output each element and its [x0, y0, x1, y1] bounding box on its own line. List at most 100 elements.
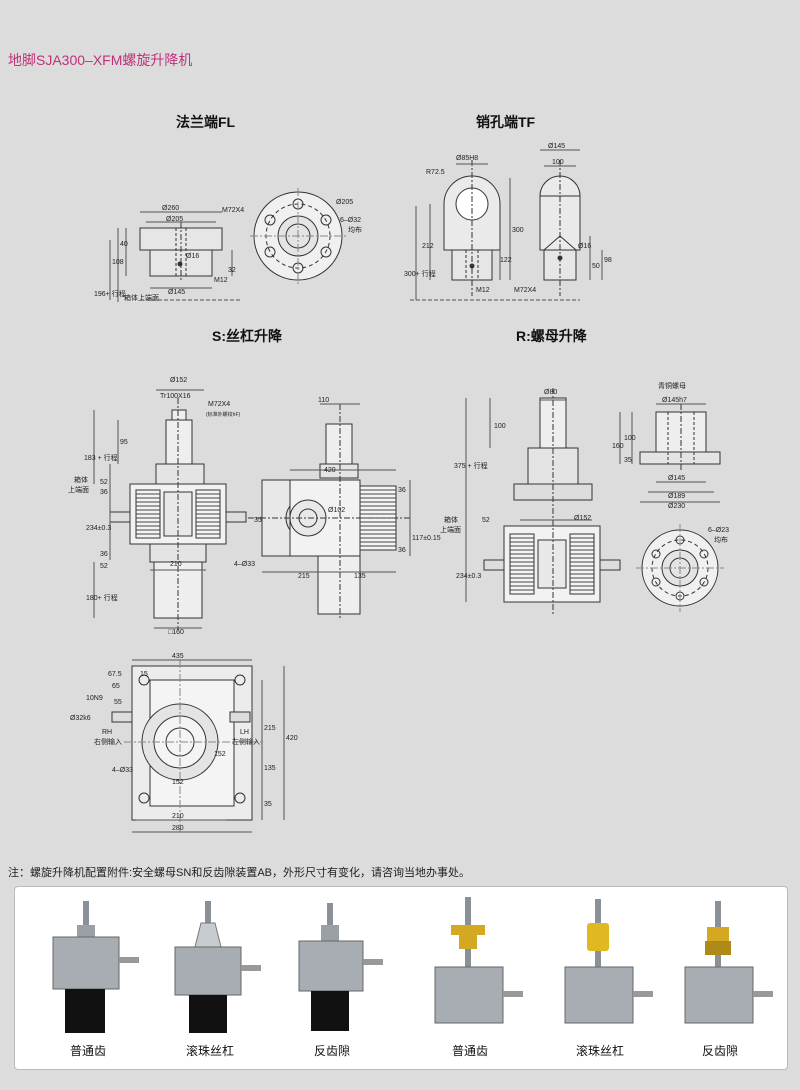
flange-end-top-view	[250, 188, 346, 284]
label-box-top-face: 箱体上端面	[124, 293, 159, 302]
screw-jack-photo	[684, 901, 773, 1024]
dim-d80: Ø80	[544, 389, 557, 396]
dim-d85h8: Ø85H8	[456, 155, 478, 162]
pin-end-front-view	[410, 160, 580, 301]
technical-drawing: Ø260 Ø205 M72X4 Ø16 Ø145 M12 108 40 32 1…	[68, 143, 729, 833]
photo-item: 反齿隙	[665, 887, 775, 1069]
label-standard-thread: (标准外螺纹hF)	[206, 411, 241, 418]
dim-52-lower: 52	[100, 563, 108, 570]
pin-end-side-view	[539, 149, 603, 296]
photo-label: 反齿隙	[313, 1044, 350, 1058]
label-box: 箱体	[74, 475, 88, 484]
dim-183-stroke: 183 + 行程	[84, 453, 118, 462]
screw-lift-front-view	[93, 389, 247, 630]
dim-r72-5: R72.5	[426, 169, 445, 176]
dim-m72x4-screw: M72X4	[208, 401, 230, 408]
label-top-face-nut: 上端面	[440, 525, 461, 534]
label-evenly-spaced-2: 均布	[714, 535, 728, 544]
dim-210: 210	[170, 561, 182, 568]
dim-160: 160	[612, 443, 624, 450]
dim-d230: Ø230	[668, 503, 685, 510]
dim-d152-nut: Ø152	[574, 515, 591, 522]
photo-label: 滚珠丝杠	[185, 1044, 234, 1058]
dim-215: 215	[298, 573, 310, 580]
dim-98: 98	[604, 257, 612, 264]
photo-item: 滚珠丝杠	[545, 887, 655, 1069]
dim-m12: M12	[214, 277, 228, 284]
dim-280: 280	[172, 825, 184, 832]
screw-lift-side-view	[248, 403, 411, 620]
dim-375-stroke: 375 + 行程	[454, 461, 488, 470]
base-plan-view	[111, 659, 285, 833]
photo-item: 普通齿	[33, 887, 143, 1069]
dim-d145h7: Ø145h7	[662, 397, 687, 404]
dim-d145: Ø145	[168, 289, 185, 296]
dim-420-base: 420	[286, 735, 298, 742]
dim-d152: Ø152	[170, 377, 187, 384]
section-title-nut: R:螺母升降	[516, 328, 587, 344]
dim-50: 50	[592, 263, 600, 270]
dim-152-vertical: 152	[214, 751, 226, 758]
dim-m72x4-pin: M72X4	[514, 287, 536, 294]
dim-110: 110	[318, 397, 329, 404]
dim-152-base: 152	[172, 779, 184, 786]
dim-65: 65	[112, 683, 120, 690]
dim-d32k6: Ø32k6	[70, 715, 91, 722]
photo-label: 滚珠丝杠	[575, 1044, 624, 1058]
bronze-nut-side-view	[619, 403, 721, 503]
section-title-pin: 销孔端TF	[476, 114, 536, 130]
dim-d205-top: Ø205	[336, 199, 353, 206]
dim-36-side-lower: 36	[398, 547, 406, 554]
dim-55: 55	[114, 699, 122, 706]
dim-6-d32: 6–Ø32	[340, 217, 361, 224]
screw-jack-photo	[174, 901, 261, 1033]
dim-32: 32	[228, 267, 236, 274]
footnote: 注：螺旋升降机配置附件:安全螺母SN和反齿隙装置AB，外形尺寸有变化，请咨询当地…	[8, 867, 471, 879]
dim-d16: Ø16	[186, 253, 199, 260]
dim-35-bronze: 35	[624, 457, 632, 464]
dim-234-nut: 234±0.3	[456, 573, 481, 580]
dim-420: 420	[324, 467, 336, 474]
dim-d145-bronze: Ø145	[668, 475, 685, 482]
dim-196-stroke: 196+ 行程	[94, 289, 126, 298]
dim-215-base: 215	[264, 725, 276, 732]
screw-jack-photo	[434, 897, 523, 1024]
dim-52: 52	[100, 479, 108, 486]
dim-6-d23: 6–Ø23	[708, 527, 729, 534]
dim-d16-pin: Ø16	[578, 243, 591, 250]
dim-300: 300	[512, 227, 524, 234]
label-right-input: 右侧输入	[94, 737, 122, 746]
label-bronze-nut: 青铜螺母	[658, 381, 686, 390]
dim-234: 234±0.3	[86, 525, 111, 532]
label-box-nut: 箱体	[444, 515, 458, 524]
dim-100-bronze: 100	[624, 435, 636, 442]
dim-d102: Ø102	[328, 507, 345, 514]
dim-95: 95	[120, 439, 128, 446]
dim-d189: Ø189	[668, 493, 685, 500]
dim-sq160: □160	[168, 629, 184, 636]
label-lh: LH	[240, 729, 249, 736]
screw-jack-photo	[298, 903, 383, 1031]
product-photo-strip: 普通齿 滚珠丝杠 反齿隙 普通齿	[14, 886, 788, 1070]
bronze-nut-top-view	[636, 524, 724, 612]
label-rh: RH	[102, 729, 112, 736]
section-title-flange: 法兰端FL	[176, 114, 236, 130]
flange-end-side-view	[109, 211, 240, 302]
dim-m12-pin: M12	[476, 287, 490, 294]
dim-300-stroke: 300+ 行程	[404, 269, 436, 278]
screw-jack-photo	[52, 901, 139, 1033]
dim-100-nut: 100	[494, 423, 506, 430]
photo-item: 普通齿	[415, 887, 525, 1069]
dim-52-nut: 52	[482, 517, 490, 524]
dim-117: 117±0.15	[412, 535, 441, 542]
section-title-screw: S:丝杠升降	[212, 328, 282, 344]
screw-jack-photo	[564, 899, 653, 1024]
page-title: 地脚SJA300–XFM螺旋升降机	[8, 52, 193, 68]
dim-435: 435	[172, 653, 184, 660]
photo-label: 反齿隙	[701, 1044, 738, 1058]
dim-180-stroke: 180+ 行程	[86, 593, 118, 602]
dim-36: 36	[100, 489, 108, 496]
dim-108: 108	[112, 259, 124, 266]
dim-10n9: 10N9	[86, 695, 103, 702]
label-top-face: 上端面	[68, 485, 89, 494]
